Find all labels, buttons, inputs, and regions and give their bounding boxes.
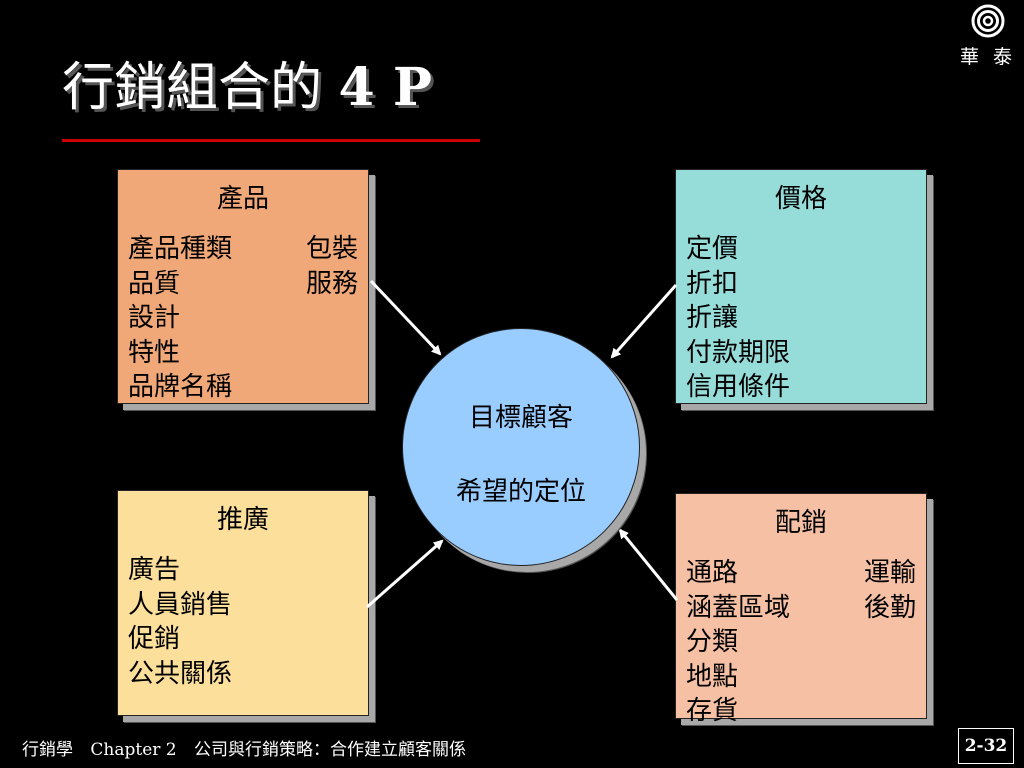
logo-text: 華 泰 [960,46,1017,68]
title-underline [62,139,480,142]
list-item: 廣告 [128,555,181,585]
list-item: 分類 [686,627,739,657]
concentric-circle-icon [971,4,1005,38]
price-box: 價格 定價折扣折讓付款期限信用條件 [675,169,927,404]
product-items-right: 包裝服務 [306,232,358,405]
price-items-left: 定價折扣折讓付款期限信用條件 [686,232,916,405]
list-item: 品質 [128,268,181,299]
slide-title-main: 行銷組合的 [62,58,323,118]
price-box-title: 價格 [774,184,827,214]
target-customer-circle: 目標顧客 希望的定位 [402,328,640,566]
arrow-promotion-to-center [366,539,444,609]
place-items-right: 運輸後勤 [864,556,916,729]
list-item: 定價 [686,234,739,264]
list-item: 品牌名稱 [128,372,233,402]
list-item: 通路 [686,558,739,588]
list-item: 折扣 [686,268,739,299]
list-item: 特性 [128,337,181,368]
arrow-price-to-center [610,284,678,359]
list-item: 公共關係 [128,658,233,689]
arrow-place-to-center [618,528,679,601]
product-items-left: 產品種類品質設計特性品牌名稱 [128,232,306,405]
promotion-items-left: 廣告人員銷售促銷公共關係 [128,553,358,691]
center-label-positioning: 希望的定位 [455,477,586,507]
list-item: 人員銷售 [128,589,233,620]
list-item: 信用條件 [686,372,791,402]
center-label-target-customers: 目標顧客 [468,403,573,433]
list-item: 產品種類 [128,234,233,264]
list-item: 涵蓋區域 [686,592,791,623]
footer: 行銷學 Chapter 2 公司與行銷策略：合作建立顧客關係 [22,735,478,760]
list-item: 包裝 [305,234,358,264]
list-item: 折讓 [686,303,739,333]
list-item: 存貨 [686,696,739,726]
footer-chapter: Chapter 2 [90,740,177,760]
publisher-logo: 華 泰 [960,4,1016,69]
place-box: 配銷 通路涵蓋區域分類地點存貨 運輸後勤 [675,493,927,726]
footer-chapter-title: 公司與行銷策略：合作建立顧客關係 [194,740,467,760]
arrow-product-to-center [369,279,442,356]
list-item: 促銷 [128,624,181,654]
list-item: 運輸 [863,558,916,588]
list-item: 設計 [128,303,181,333]
list-item: 地點 [686,661,739,692]
place-items-left: 通路涵蓋區域分類地點存貨 [686,556,864,729]
list-item: 後勤 [863,592,916,623]
slide-title-suffix: 4 P [338,57,432,118]
promotion-box-title: 推廣 [216,505,269,535]
product-box-title: 產品 [216,184,269,214]
place-box-title: 配銷 [774,508,827,538]
list-item: 服務 [305,268,358,299]
list-item: 付款期限 [686,337,791,368]
footer-course: 行銷學 [22,740,73,760]
slide-title: 行銷組合的 4 P [62,62,432,115]
promotion-box: 推廣 廣告人員銷售促銷公共關係 [117,490,369,716]
page-number: 2-32 [958,728,1014,764]
product-box: 產品 產品種類品質設計特性品牌名稱 包裝服務 [117,169,369,404]
